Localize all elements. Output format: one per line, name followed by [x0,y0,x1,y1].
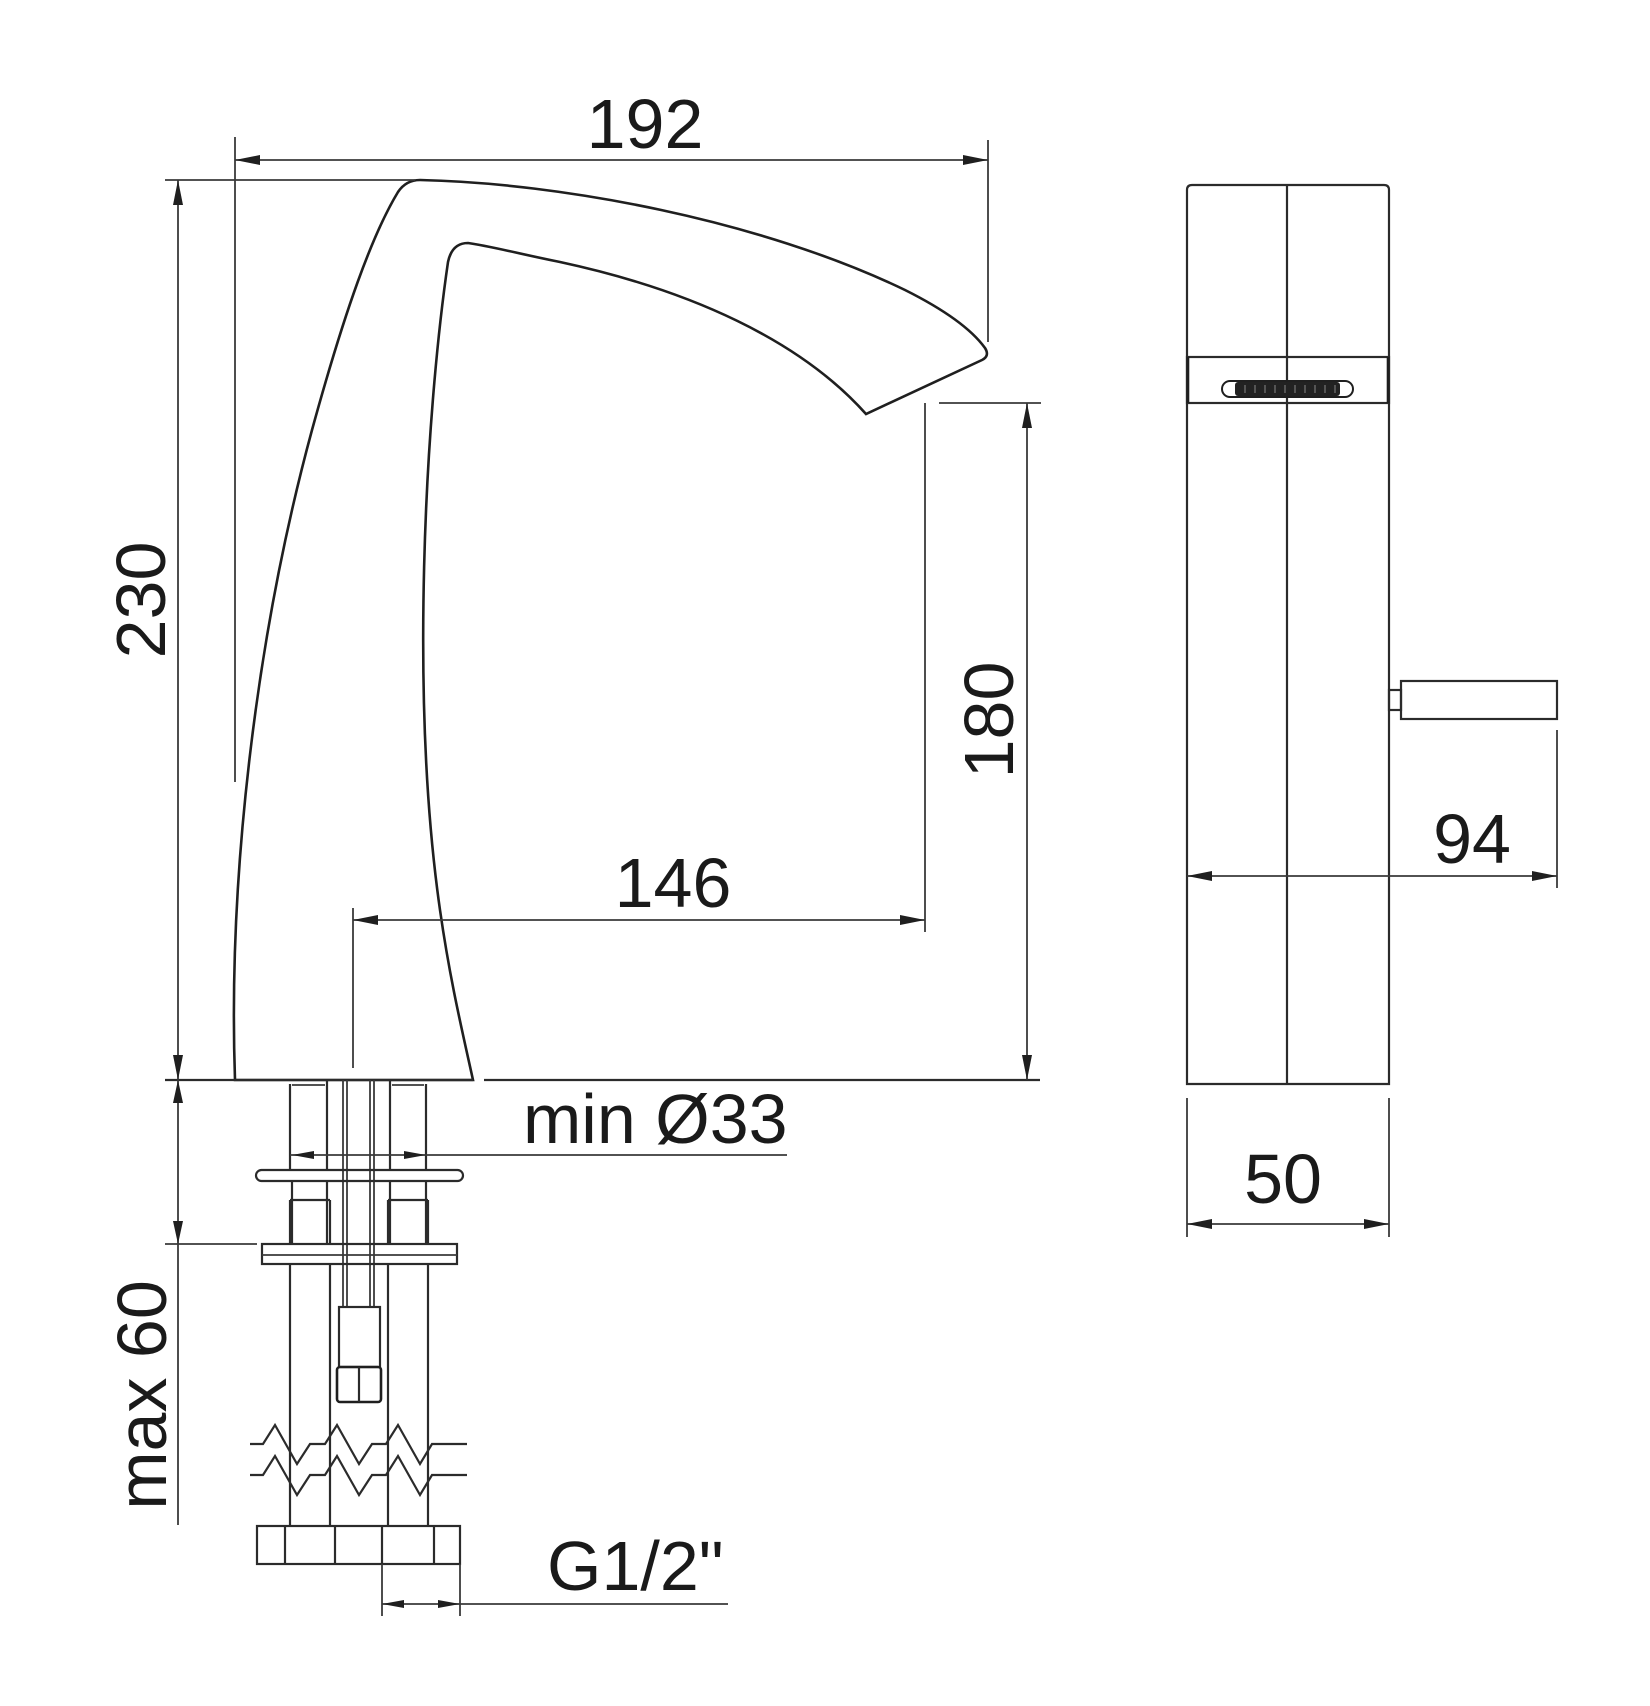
dim-label-230: 230 [102,542,180,659]
dim-label-94: 94 [1433,800,1511,878]
arrow-left-icon [353,915,378,925]
dim-94: 94 [1187,730,1558,888]
arrow-right-icon [1532,871,1557,881]
arrow-up-icon [1022,403,1032,428]
arrow-left-icon [382,1600,404,1608]
arrow-right-icon [438,1600,460,1608]
dim-min-diameter-33: min Ø33 [290,1080,788,1159]
break-line-lower [250,1453,467,1498]
arrow-down-icon [1022,1055,1032,1080]
arrow-left-icon [1187,1219,1212,1229]
lever-handle [1399,679,1559,721]
dim-label-146: 146 [615,844,732,922]
dim-label-thread: G1/2" [547,1527,724,1605]
dim-label-min-diameter: min Ø33 [523,1080,788,1158]
arrow-down-icon [173,1221,183,1244]
washer [254,1168,465,1183]
dim-g-half-inch: G1/2" [381,1527,728,1616]
dim-label-192: 192 [587,85,704,163]
arrow-left-icon [1187,871,1212,881]
dim-180: 180 [924,402,1041,1080]
arrow-up-icon [173,180,183,205]
arrow-up-icon [173,1080,183,1103]
arrow-down-icon [173,1055,183,1080]
front-body-outline [1185,183,1391,1086]
faucet-body-outline [232,178,989,1082]
dim-label-180: 180 [950,662,1028,779]
arrow-right-icon [1364,1219,1389,1229]
break-line-upper [250,1422,467,1467]
dim-192: 192 [234,85,989,782]
side-view: 192 230 180 146 [102,85,1041,1616]
mounting-assembly [250,1080,467,1566]
arrow-left-icon [292,1151,314,1159]
arrow-right-icon [900,915,925,925]
dim-50: 50 [1186,1098,1390,1237]
handle-stem [1387,688,1403,712]
connection-fitting [255,1524,462,1566]
front-view: 94 50 [1185,183,1559,1237]
dim-146: 146 [352,844,925,1068]
dim-max-60: max 60 [103,1080,257,1525]
arrow-right-icon [963,155,988,165]
hose-connector [337,1305,382,1369]
arrow-right-icon [404,1151,426,1159]
dim-label-max-60: max 60 [103,1280,181,1510]
dim-label-50: 50 [1244,1140,1322,1218]
dim-230: 230 [102,179,415,1080]
arrow-left-icon [235,155,260,165]
fixing-plate [260,1242,459,1266]
